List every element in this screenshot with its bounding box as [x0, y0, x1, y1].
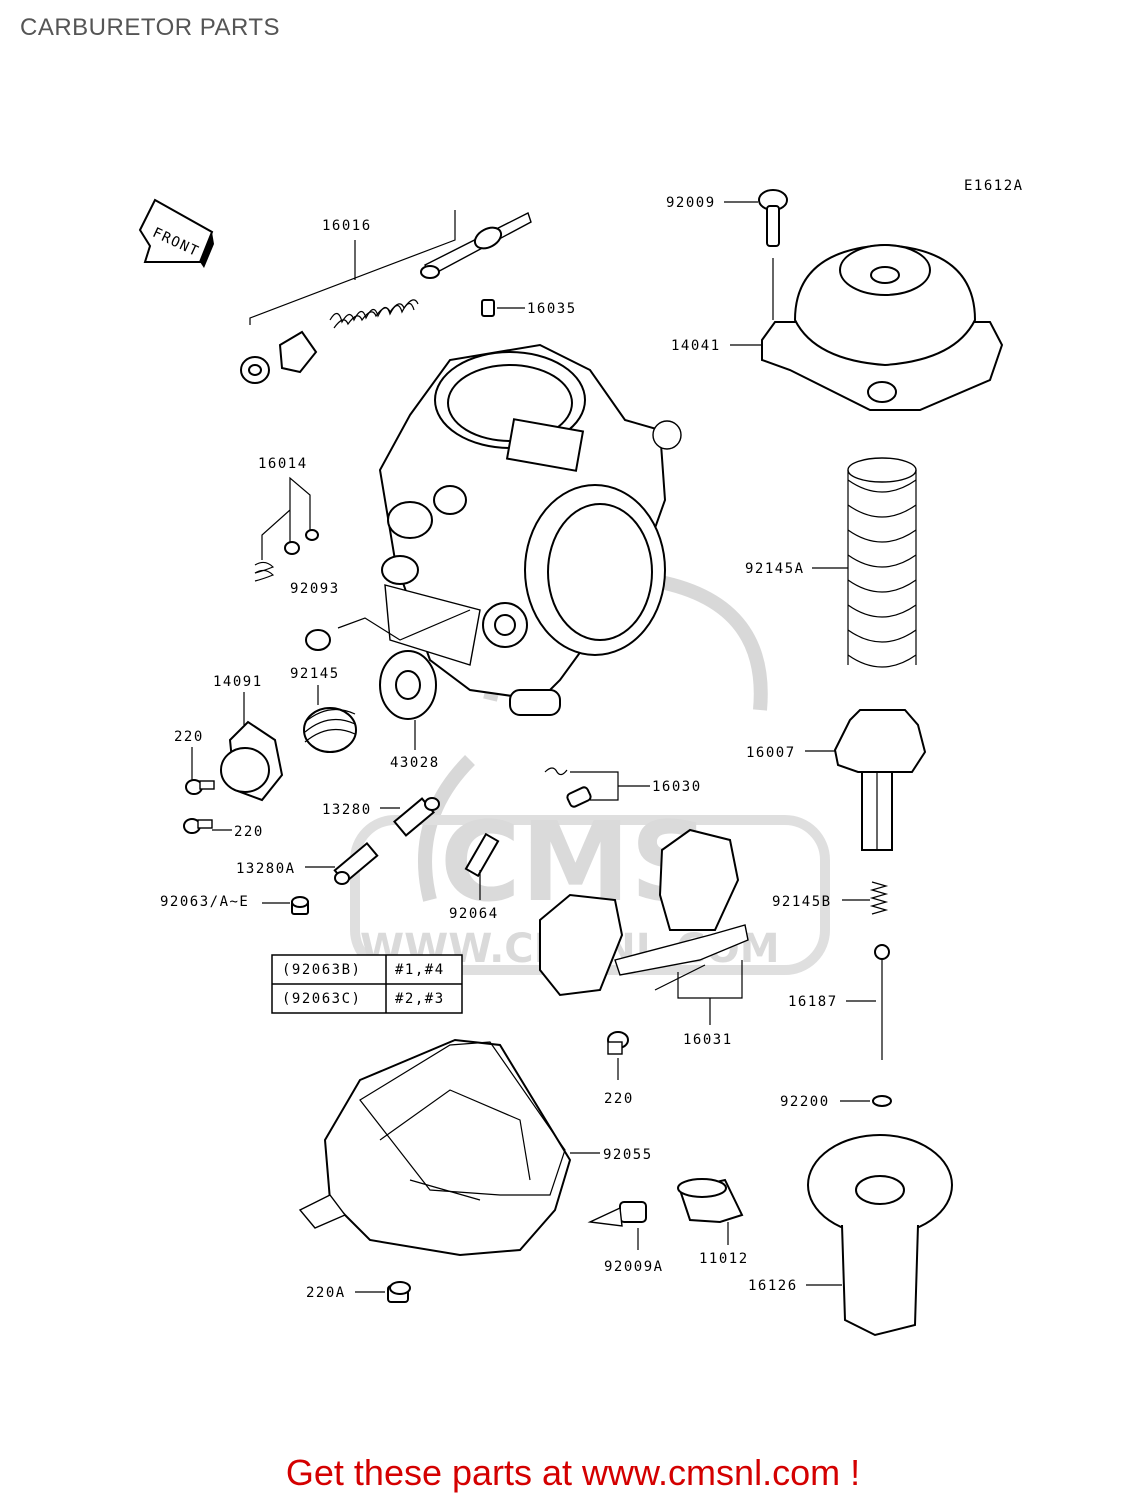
label-92200: 92200 — [780, 1094, 830, 1110]
label-92009: 92009 — [666, 195, 716, 211]
part-13280A-jet — [333, 841, 379, 885]
table-row-1-cyl: #1,#4 — [395, 962, 445, 978]
part-14041-top-cover — [761, 243, 1004, 411]
front-arrow-icon: FRONT — [138, 198, 214, 268]
carburetor-parts-diagram: CMS WWW.CMSNL.COM FRONT E1612A 16016 160… — [138, 178, 1024, 1337]
label-14041: 14041 — [671, 338, 721, 354]
part-16030-set — [544, 767, 592, 808]
part-92093-oring — [305, 629, 331, 651]
label-43028: 43028 — [390, 755, 440, 771]
label-92145B: 92145B — [772, 894, 832, 910]
part-16014-set — [254, 529, 319, 582]
label-13280A: 13280A — [236, 861, 296, 877]
part-11012-cap — [677, 1178, 744, 1224]
part-92200-washer — [872, 1095, 892, 1107]
table-row-1-part: (92063B) — [282, 962, 361, 978]
label-92145A: 92145A — [745, 561, 805, 577]
part-16126-holder — [807, 1134, 953, 1337]
part-14091-cover — [220, 720, 284, 802]
part-92009-screw — [758, 189, 788, 247]
jet-size-table: (92063B) #1,#4 (92063C) #2,#3 — [271, 954, 463, 1014]
part-92145A-spring — [847, 457, 917, 668]
part-43028-diaphragm — [379, 650, 437, 720]
carburetor-body — [378, 343, 682, 716]
part-16016-spring — [329, 299, 419, 329]
part-16187-needle — [874, 944, 890, 1060]
part-16016-plug — [240, 330, 318, 384]
footer-cta-link[interactable]: Get these parts at www.cmsnl.com ! — [285, 1452, 861, 1493]
label-11012: 11012 — [699, 1251, 749, 1267]
table-row-2-cyl: #2,#3 — [395, 991, 445, 1007]
label-16030: 16030 — [652, 779, 702, 795]
part-92063-jet — [291, 896, 309, 915]
label-16007: 16007 — [746, 745, 796, 761]
part-220-bolt-c — [607, 1031, 629, 1055]
label-16014: 16014 — [258, 456, 308, 472]
label-14091: 14091 — [213, 674, 263, 690]
label-16035: 16035 — [527, 301, 577, 317]
label-220-c: 220 — [604, 1091, 634, 1107]
part-220-screw-a — [185, 779, 215, 795]
part-92064-needle-jet — [464, 832, 500, 878]
part-220-screw-b — [183, 818, 213, 834]
label-16187: 16187 — [788, 994, 838, 1010]
label-220A: 220A — [306, 1285, 346, 1301]
part-220A-bolt — [387, 1281, 411, 1303]
label-92055: 92055 — [603, 1147, 653, 1163]
label-92145: 92145 — [290, 666, 340, 682]
label-16031: 16031 — [683, 1032, 733, 1048]
part-92055-float-bowl — [298, 1038, 572, 1257]
part-92145-spring — [303, 707, 357, 753]
part-92009A-screw — [587, 1201, 647, 1227]
label-92063: 92063/A~E — [160, 894, 249, 910]
label-220-a: 220 — [174, 729, 204, 745]
label-220-b: 220 — [234, 824, 264, 840]
part-16007-piston — [833, 709, 927, 851]
part-16035-jet — [481, 299, 495, 317]
part-13280-jet — [393, 797, 440, 837]
part-16031-float — [539, 828, 749, 997]
label-92064: 92064 — [449, 906, 499, 922]
part-92145B-spring — [869, 881, 889, 915]
label-16126: 16126 — [748, 1278, 798, 1294]
part-16016-rod — [420, 212, 532, 279]
table-row-2-part: (92063C) — [282, 991, 361, 1007]
label-13280: 13280 — [322, 802, 372, 818]
page-title: CARBURETOR PARTS — [20, 14, 281, 41]
label-16016: 16016 — [322, 218, 372, 234]
diagram-code: E1612A — [964, 178, 1024, 194]
label-92009A: 92009A — [604, 1259, 664, 1275]
label-92093: 92093 — [290, 581, 340, 597]
